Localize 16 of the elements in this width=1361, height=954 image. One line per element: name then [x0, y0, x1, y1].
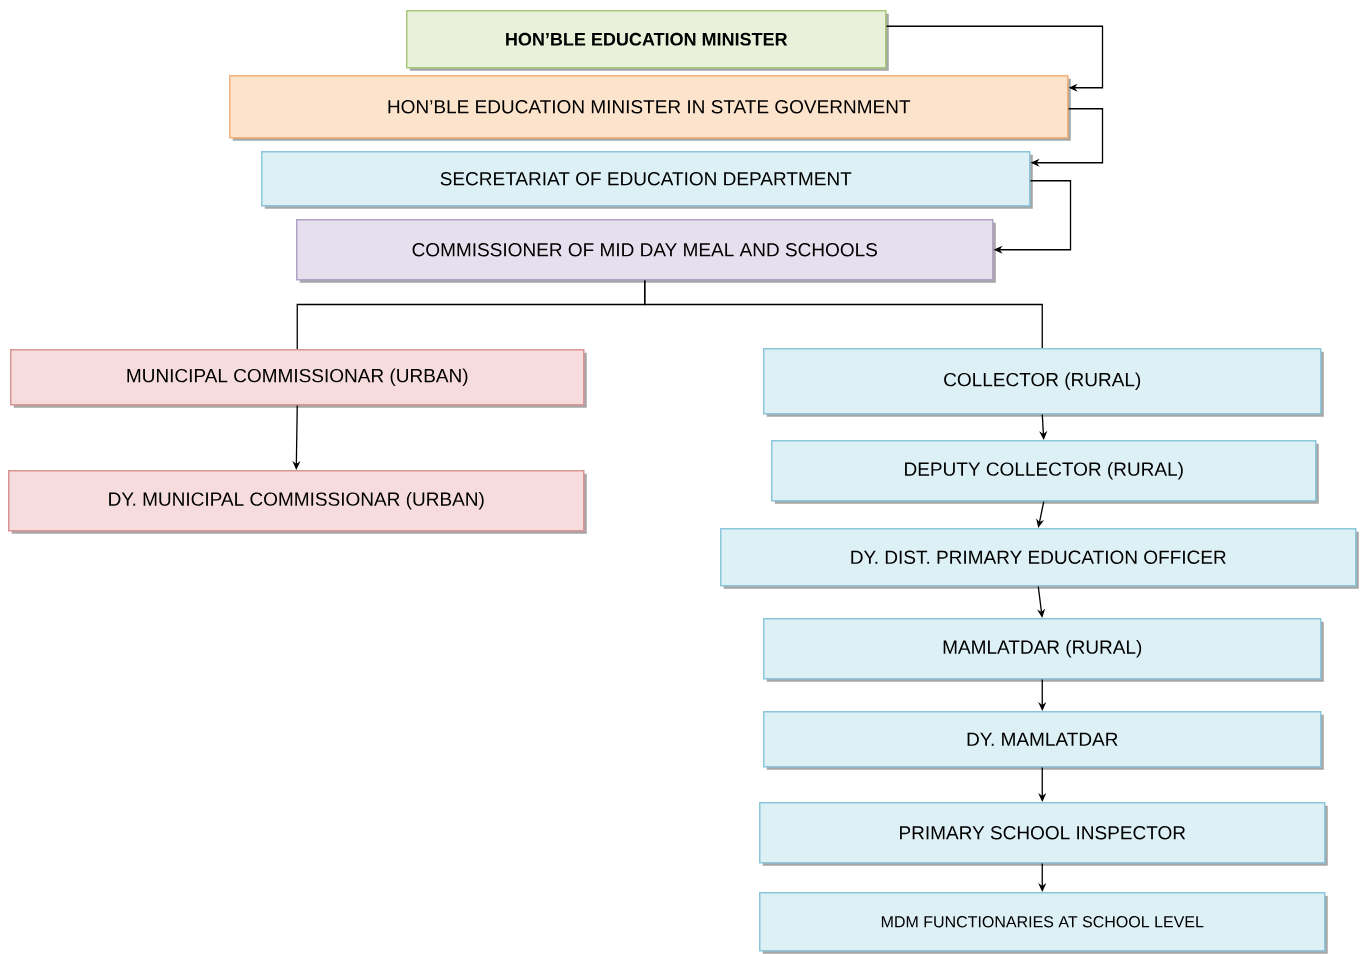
org-box: MAMLATDAR (RURAL)	[763, 618, 1324, 682]
org-box: HON’BLE EDUCATION MINISTER	[406, 10, 889, 71]
connector-arrow	[885, 25, 1104, 92]
org-box: DEPUTY COLLECTOR (RURAL)	[771, 440, 1319, 504]
org-box: MDM FUNCTIONARIES AT SCHOOL LEVEL	[759, 892, 1328, 954]
org-box: DY. DIST. PRIMARY EDUCATION OFFICER	[720, 528, 1359, 589]
connector-arrow	[1036, 500, 1045, 528]
org-box: SECRETARIAT OF EDUCATION DEPARTMENT	[261, 151, 1033, 209]
org-box: HON’BLE EDUCATION MINISTER IN STATE GOVERNMENT	[229, 75, 1071, 141]
org-box: COLLECTOR (RURAL)	[763, 348, 1324, 417]
org-box: MUNICIPAL COMMISSIONAR (URBAN)	[10, 349, 587, 408]
connector-arrow	[1037, 585, 1046, 618]
org-box: COMMISSIONER OF MID DAY MEAL AND SCHOOLS	[296, 219, 996, 283]
org-box: DY. MAMLATDAR	[763, 711, 1324, 770]
org-box: PRIMARY SCHOOL INSPECTOR	[759, 802, 1328, 866]
org-box: DY. MUNICIPAL COMMISSIONAR (URBAN)	[8, 470, 587, 534]
